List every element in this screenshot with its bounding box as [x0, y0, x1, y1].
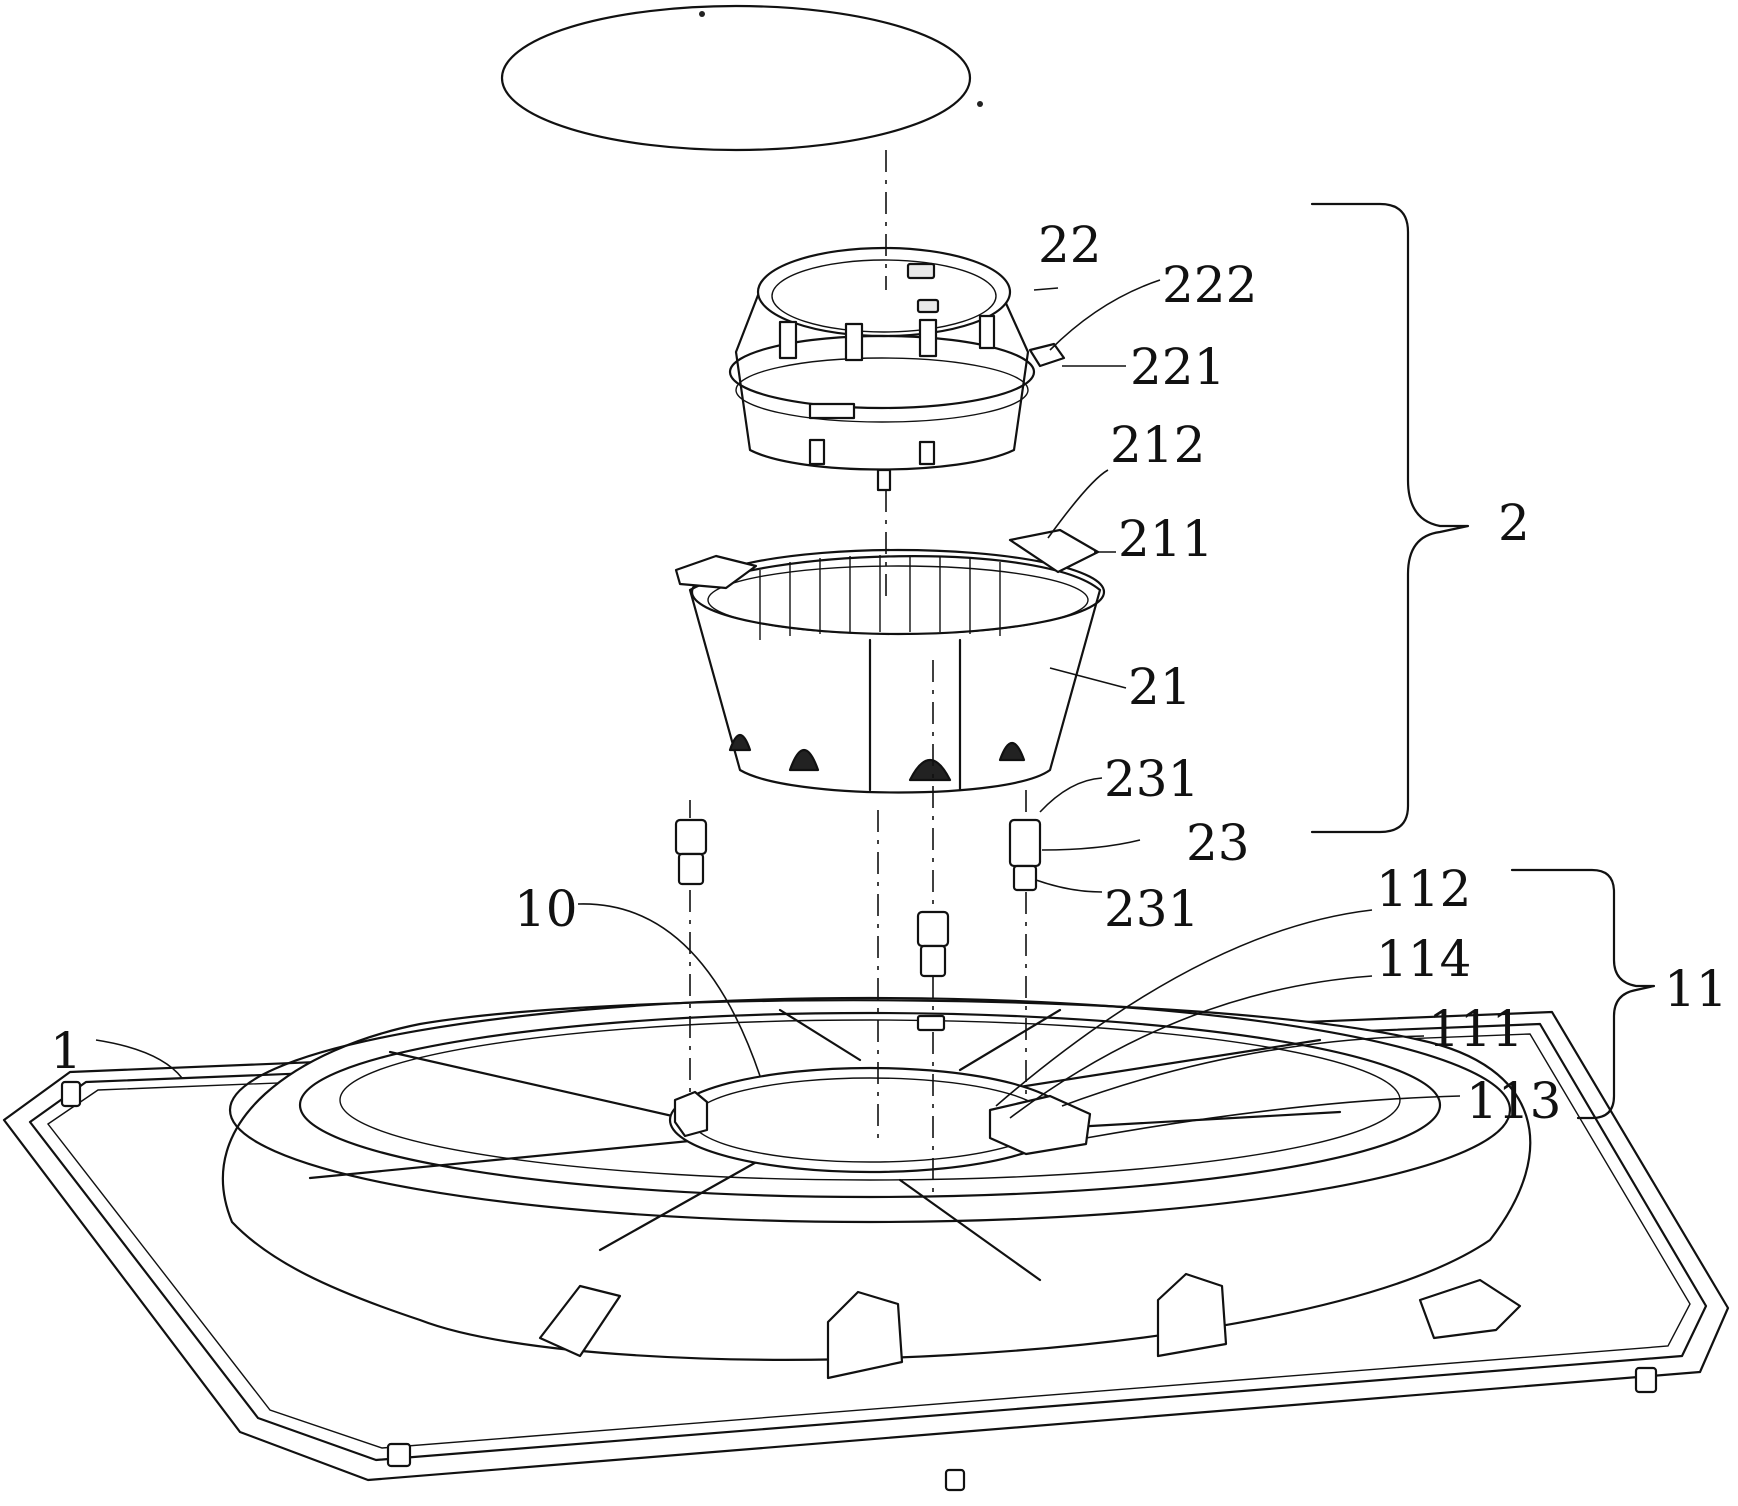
label-lid-22: 22: [1038, 216, 1102, 274]
fan-shroud: [221, 996, 1532, 1380]
label-lug-222: 222: [1162, 256, 1257, 314]
label-group-11: 11: [1664, 960, 1728, 1018]
label-boss-111: 111: [1428, 1000, 1523, 1058]
leader-lines: [95, 279, 1461, 1139]
motor: [728, 246, 1066, 492]
label-ring-221: 221: [1130, 338, 1225, 396]
label-clip-114: 114: [1376, 930, 1471, 988]
spacer-center: [916, 910, 950, 1032]
label-slot-211: 211: [1118, 510, 1213, 568]
brace-assembly-2: [1310, 202, 1470, 834]
brace-group-11: [1510, 868, 1656, 1120]
spacer-left: [674, 818, 708, 886]
label-hub-10: 10: [514, 880, 578, 938]
assembly-axes: [689, 150, 1027, 1200]
label-base-1: 1: [50, 1022, 82, 1080]
label-spacer-23: 23: [1186, 814, 1250, 872]
label-tab-212: 212: [1110, 416, 1205, 474]
label-pin-top-231: 231: [1104, 750, 1199, 808]
label-assembly-2: 2: [1498, 494, 1530, 552]
cover-disc: [500, 4, 983, 152]
label-post-113: 113: [1466, 1072, 1561, 1130]
motor-cup: [674, 528, 1106, 794]
label-cup-21: 21: [1128, 658, 1192, 716]
spacer-right: [1008, 818, 1042, 892]
label-seat-112: 112: [1376, 860, 1471, 918]
part-labels: 22 222 221 212 211 21 231 23 231 2 10 1 …: [50, 216, 1728, 1130]
label-pin-bottom-231: 231: [1104, 880, 1199, 938]
